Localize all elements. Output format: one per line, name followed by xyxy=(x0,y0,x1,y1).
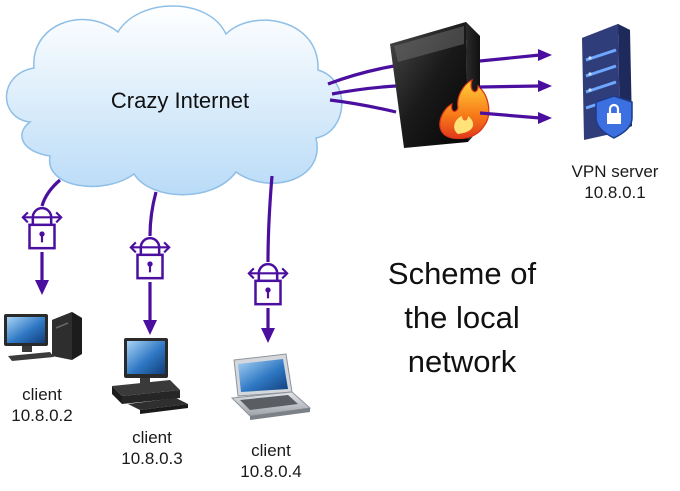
vpn-server-name: VPN server xyxy=(571,162,659,181)
client-label-2: client 10.8.0.3 xyxy=(102,427,202,469)
cloud-label: Crazy Internet xyxy=(110,88,250,113)
vpn-server-label: VPN server 10.8.0.1 xyxy=(550,161,680,203)
firewall-server-links xyxy=(479,49,552,124)
client-link-2 xyxy=(148,191,158,322)
desktop-computer-icon xyxy=(4,312,82,361)
arrow-head-3 xyxy=(261,328,275,343)
padlock-icon xyxy=(21,206,63,250)
diagram-caption: Scheme of the local network xyxy=(352,252,572,384)
client-ip: 10.8.0.3 xyxy=(121,449,183,468)
client-link-1 xyxy=(40,178,62,282)
client-link-3 xyxy=(266,175,274,330)
laptop-icon xyxy=(230,353,312,420)
client-name: client xyxy=(251,441,291,460)
arrow-head-1 xyxy=(35,280,49,295)
caption-line-1: Scheme of xyxy=(387,256,537,291)
client-label-1: client 10.8.0.2 xyxy=(0,384,92,426)
workstation-icon xyxy=(112,338,188,414)
padlock-icon xyxy=(247,262,289,306)
caption-line-3: network xyxy=(407,344,517,379)
padlock-icon xyxy=(129,236,171,280)
internet-firewall-links xyxy=(327,64,397,114)
vpn-server-icon xyxy=(582,24,633,140)
arrow-head-2 xyxy=(143,320,157,335)
vpn-server-ip: 10.8.0.1 xyxy=(584,183,646,202)
client-name: client xyxy=(132,428,172,447)
client-ip: 10.8.0.2 xyxy=(11,406,73,425)
flame-icon xyxy=(439,78,490,140)
client-label-3: client 10.8.0.4 xyxy=(221,440,321,482)
client-name: client xyxy=(22,385,62,404)
client-ip: 10.8.0.4 xyxy=(240,462,302,481)
cloud-icon xyxy=(5,5,343,196)
caption-line-2: the local xyxy=(404,300,520,335)
